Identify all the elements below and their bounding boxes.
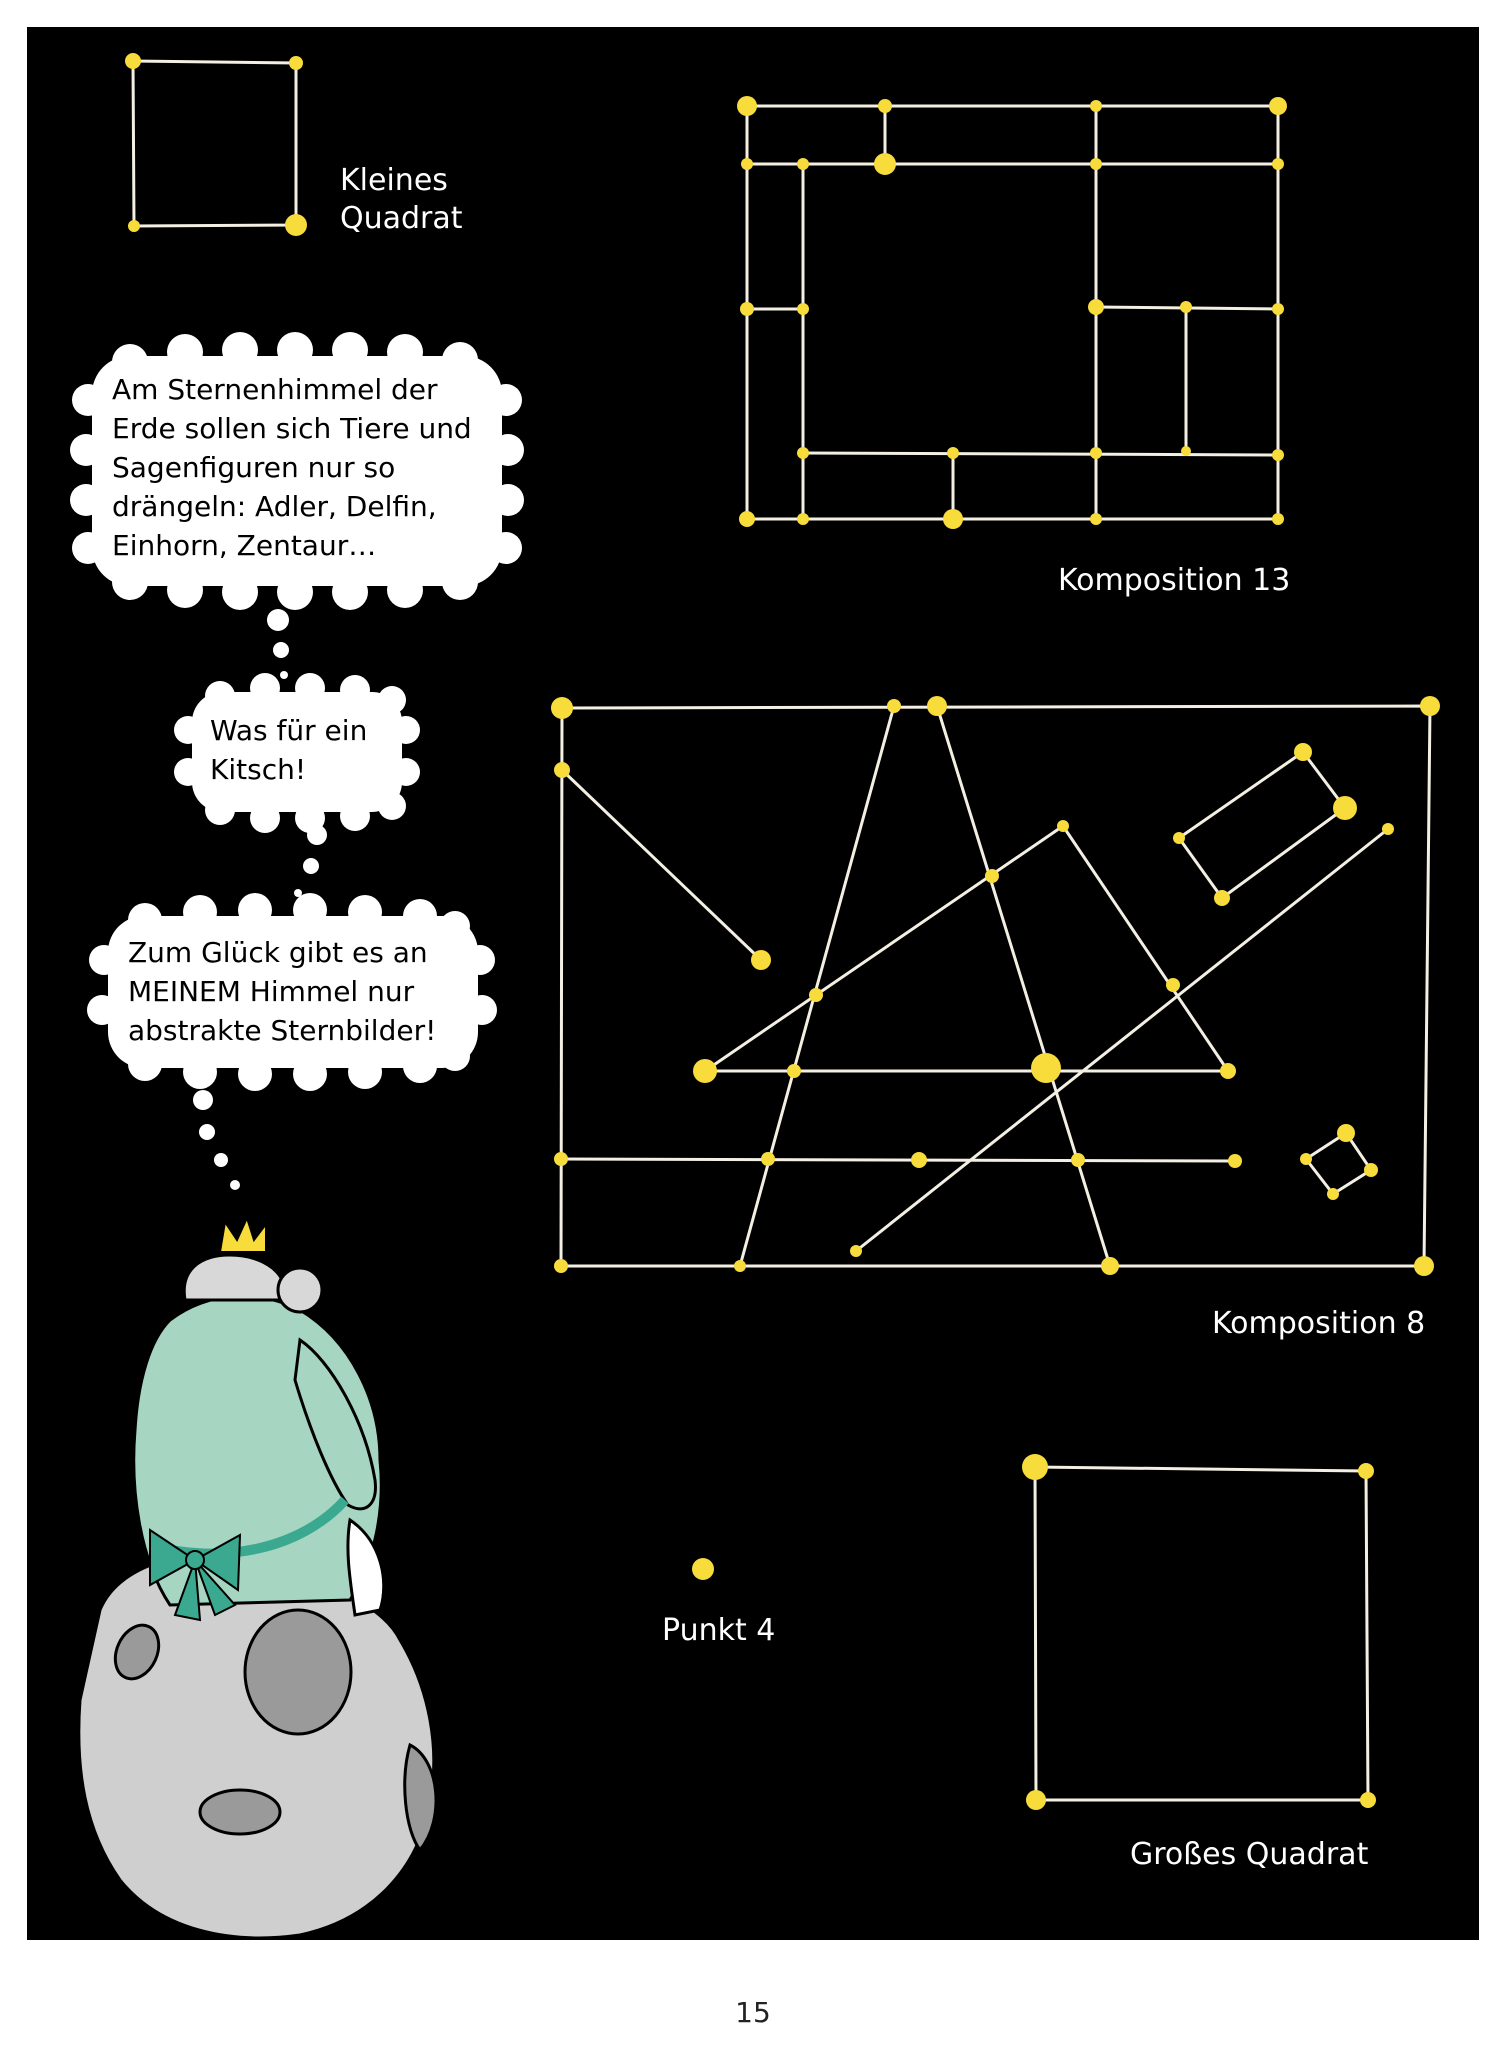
thought-dots-3: [193, 1090, 240, 1190]
label-point-4: Punkt 4: [662, 1613, 776, 1648]
small-square-constellation: [131, 59, 298, 228]
thought-bubble-2: [174, 673, 420, 833]
bow: [149, 1528, 242, 1622]
label-big-square: Großes Quadrat: [1130, 1837, 1369, 1872]
crater-left: [113, 1623, 161, 1681]
label-composition-13: Komposition 13: [1058, 563, 1291, 598]
big-square-constellation: [1033, 1465, 1370, 1802]
thought-dots-1: [267, 609, 289, 679]
thought-dots-2: [294, 825, 327, 897]
moon-body: [77, 1553, 436, 1940]
thought-bubble-1: [70, 332, 524, 610]
crater-bottom: [198, 1788, 282, 1836]
crater-right: [403, 1742, 438, 1853]
composition-8-stars: [551, 696, 1440, 1276]
character: [132, 1215, 386, 1622]
point-4-star: [692, 1558, 714, 1580]
composition-13-lines: [745, 104, 1280, 521]
character-arm: [293, 1337, 377, 1511]
big-square-stars: [1022, 1454, 1376, 1810]
thought-bubble-text-1: Am Sternenhimmel der Erde sollen sich Ti…: [112, 373, 472, 562]
character-head: [182, 1253, 288, 1302]
crater-large: [243, 1608, 353, 1736]
thought-bubble-text-2: Was für ein Kitsch!: [210, 714, 368, 786]
thought-bubble-3: [87, 893, 497, 1091]
page-number: 15: [735, 1996, 771, 2029]
composition-8-lines: [559, 704, 1432, 1268]
moon: [77, 1553, 438, 1940]
label-small-square: Kleines Quadrat: [340, 163, 463, 236]
small-square-stars: [125, 53, 307, 236]
hat-pompom: [276, 1266, 324, 1314]
label-composition-8: Komposition 8: [1212, 1306, 1426, 1341]
character-leg: [346, 1517, 386, 1617]
composition-13-stars: [737, 96, 1287, 529]
crown-icon: [218, 1215, 267, 1253]
thought-bubble-text-3: Zum Glück gibt es an MEINEM Himmel nur a…: [128, 936, 437, 1047]
